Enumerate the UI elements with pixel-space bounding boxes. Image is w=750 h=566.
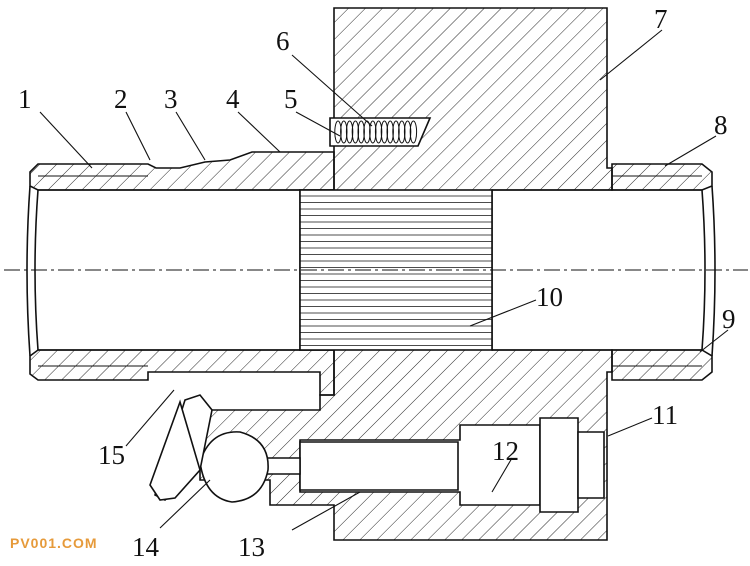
spring-coil: [409, 120, 418, 144]
spring-coil: [357, 120, 365, 144]
spring-coil: [351, 120, 360, 144]
pivot-ball: [199, 431, 269, 503]
shaft-lower-right: [611, 349, 713, 381]
spring-coil: [340, 120, 348, 144]
spring-coil: [386, 120, 394, 144]
spring-coil: [374, 120, 383, 144]
shaft-upper-wall: [29, 151, 335, 191]
end-cap: [539, 417, 579, 513]
watermark: PV001.COM: [10, 535, 98, 551]
label-14: 14: [132, 532, 160, 562]
spring-coil: [334, 120, 342, 144]
spring-coil: [403, 120, 412, 144]
label-12: 12: [492, 436, 519, 466]
spring-coil: [398, 120, 406, 144]
label-3: 3: [164, 84, 178, 114]
label-10: 10: [536, 282, 563, 312]
handle-arm: [149, 399, 201, 501]
label-8: 8: [714, 110, 728, 140]
spring-coil: [380, 120, 389, 144]
label-15: 15: [98, 440, 125, 470]
spring-coil: [345, 120, 354, 144]
label-7: 7: [654, 4, 668, 34]
leader-lines: [39, 29, 729, 531]
shaft-lower-wall: [29, 349, 335, 396]
label-1: 1: [18, 84, 32, 114]
label-13: 13: [238, 532, 265, 562]
label-6: 6: [276, 26, 290, 56]
spring: [334, 120, 418, 144]
label-9: 9: [722, 304, 736, 334]
label-4: 4: [226, 84, 240, 114]
end-plug: [577, 431, 605, 499]
piston-body: [299, 441, 459, 491]
spring-coil: [392, 120, 400, 144]
label-11: 11: [652, 400, 678, 430]
label-5: 5: [284, 84, 298, 114]
label-2: 2: [114, 84, 128, 114]
shaft-upper-right: [611, 163, 713, 191]
spring-coil: [369, 120, 377, 144]
